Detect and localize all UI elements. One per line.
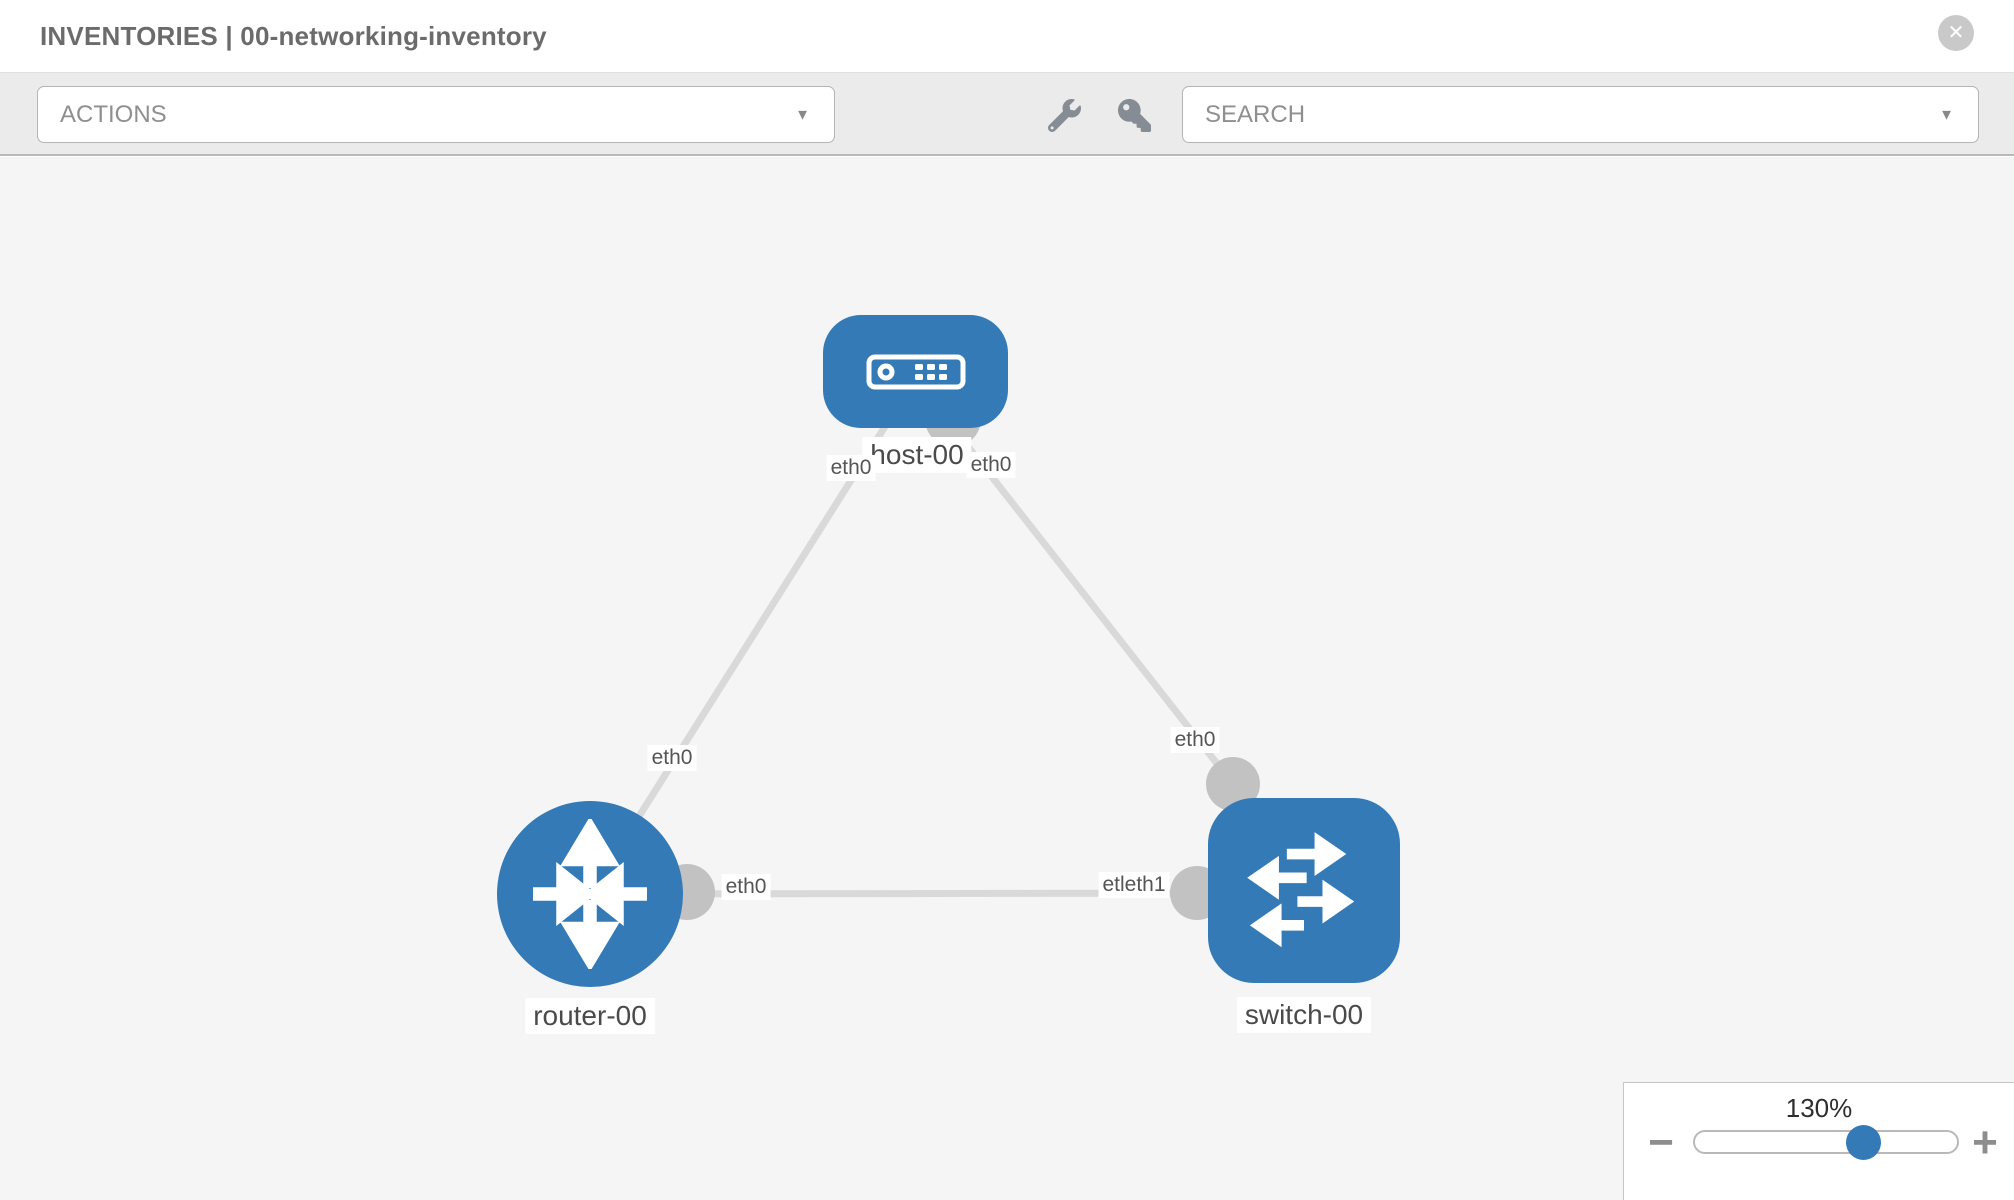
zoom-out-icon[interactable]: − xyxy=(1648,1118,1674,1167)
host-icon xyxy=(866,354,965,389)
toolbar: ACTIONS ▼ SEARCH ▼ xyxy=(0,72,2014,156)
iface-label-router-eth0-top: eth0 xyxy=(647,745,697,771)
zoom-control-panel: 130% − + xyxy=(1623,1082,2014,1200)
actions-dropdown-label: ACTIONS xyxy=(60,100,167,128)
node-label-switch: switch-00 xyxy=(1236,997,1372,1033)
wrench-icon[interactable] xyxy=(1048,99,1081,132)
page-title: INVENTORIES | 00-networking-inventory xyxy=(40,20,547,51)
close-icon[interactable]: ✕ xyxy=(1938,15,1974,51)
router-icon xyxy=(533,819,647,969)
zoom-in-icon[interactable]: + xyxy=(1972,1118,1998,1167)
search-dropdown-label: SEARCH xyxy=(1205,100,1306,128)
node-label-router: router-00 xyxy=(525,998,655,1034)
iface-label-switch-eth0: eth0 xyxy=(1170,727,1220,753)
node-switch-00[interactable] xyxy=(1208,798,1400,983)
search-dropdown[interactable]: SEARCH ▼ xyxy=(1182,86,1979,143)
connector-switch-eth0[interactable] xyxy=(1206,757,1260,811)
header: INVENTORIES | 00-networking-inventory ✕ xyxy=(0,0,2014,72)
node-router-00[interactable] xyxy=(497,801,683,987)
iface-label-host-eth0-left: eth0 xyxy=(826,455,876,481)
node-host-00[interactable] xyxy=(823,315,1008,428)
zoom-slider[interactable] xyxy=(1693,1130,1959,1154)
zoom-slider-thumb[interactable] xyxy=(1846,1125,1881,1160)
node-label-host: host-00 xyxy=(862,437,972,473)
iface-label-switch-eth1: etleth1 xyxy=(1098,872,1170,898)
chevron-down-icon: ▼ xyxy=(795,106,810,123)
actions-dropdown[interactable]: ACTIONS ▼ xyxy=(37,86,835,143)
switch-icon xyxy=(1247,831,1355,947)
chevron-down-icon: ▼ xyxy=(1939,106,1954,123)
topology-canvas[interactable]: host-00 router-00 switch-00 eth0 eth0 et… xyxy=(0,157,2014,1200)
iface-label-router-eth0: eth0 xyxy=(721,874,771,900)
zoom-level-value: 130% xyxy=(1785,1093,1853,1123)
key-icon[interactable] xyxy=(1118,99,1151,132)
iface-label-host-eth0-right: eth0 xyxy=(966,452,1016,478)
topology-links-layer xyxy=(587,376,1307,920)
